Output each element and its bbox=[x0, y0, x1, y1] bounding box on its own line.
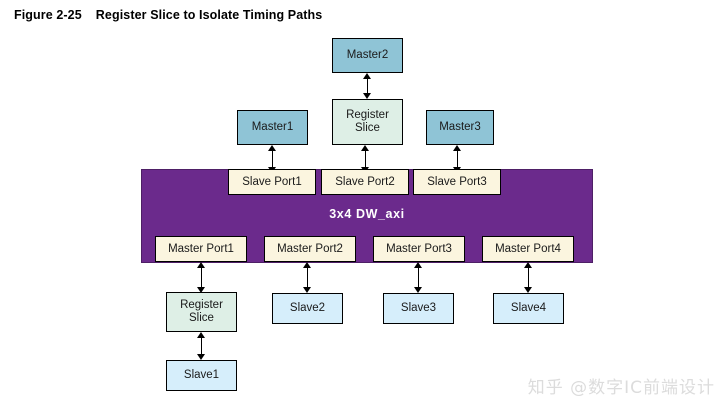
arrow-master-port3-to-slave3 bbox=[409, 262, 428, 293]
slave-port2-box[interactable]: Slave Port2 bbox=[321, 169, 409, 195]
arrow-stem bbox=[306, 267, 309, 288]
arrow-master-port4-to-slave4 bbox=[519, 262, 538, 293]
slave3-box[interactable]: Slave3 bbox=[383, 293, 454, 324]
slave-port3-box[interactable]: Slave Port3 bbox=[413, 169, 501, 195]
master-port1-box[interactable]: Master Port1 bbox=[155, 236, 247, 262]
arrowhead-up bbox=[197, 332, 205, 338]
master2-box[interactable]: Master2 bbox=[332, 38, 403, 73]
arrow-master-port2-to-slave2 bbox=[298, 262, 317, 293]
register-slice-top-box[interactable]: Register Slice bbox=[332, 99, 403, 145]
arrowhead-down bbox=[197, 287, 205, 293]
arrowhead-up bbox=[414, 262, 422, 268]
arrowhead-down bbox=[363, 93, 371, 99]
interconnect-label: 3x4 DW_axi bbox=[329, 207, 405, 221]
arrow-stem bbox=[456, 150, 459, 168]
figure-number: Figure 2-25 bbox=[14, 8, 82, 22]
arrowhead-up bbox=[197, 262, 205, 268]
slave-port1-box[interactable]: Slave Port1 bbox=[228, 169, 316, 195]
watermark: 知乎 @数字IC前端设计 bbox=[527, 378, 715, 398]
arrowhead-up bbox=[361, 145, 369, 151]
arrowhead-up bbox=[524, 262, 532, 268]
arrow-master-port1-to-register-slice bbox=[192, 262, 211, 293]
arrow-stem bbox=[417, 267, 420, 288]
master-port3-box[interactable]: Master Port3 bbox=[373, 236, 465, 262]
arrowhead-up bbox=[453, 145, 461, 151]
figure-title: Figure 2-25 Register Slice to Isolate Tim… bbox=[14, 8, 322, 22]
slave2-box[interactable]: Slave2 bbox=[272, 293, 343, 324]
master-port2-box[interactable]: Master Port2 bbox=[264, 236, 356, 262]
slave4-box[interactable]: Slave4 bbox=[493, 293, 564, 324]
master-port4-box[interactable]: Master Port4 bbox=[482, 236, 574, 262]
arrowhead-up bbox=[268, 145, 276, 151]
master3-box[interactable]: Master3 bbox=[426, 110, 494, 145]
arrow-stem bbox=[527, 267, 530, 288]
figure-caption: Register Slice to Isolate Timing Paths bbox=[95, 8, 323, 22]
arrowhead-up bbox=[303, 262, 311, 268]
arrowhead-down bbox=[524, 287, 532, 293]
arrow-stem bbox=[364, 150, 367, 168]
arrow-stem bbox=[271, 150, 274, 168]
arrowhead-down bbox=[414, 287, 422, 293]
arrow-register-slice-to-slave1 bbox=[192, 332, 211, 360]
arrow-stem bbox=[366, 78, 369, 94]
register-slice-bottom-box[interactable]: Register Slice bbox=[166, 292, 237, 332]
slave1-box[interactable]: Slave1 bbox=[166, 360, 237, 391]
arrowhead-down bbox=[303, 287, 311, 293]
arrow-stem bbox=[200, 267, 203, 288]
master1-box[interactable]: Master1 bbox=[237, 110, 308, 145]
arrow-master2-to-register-slice bbox=[358, 73, 377, 99]
arrowhead-down bbox=[197, 354, 205, 360]
arrow-stem bbox=[200, 337, 203, 355]
arrowhead-up bbox=[363, 73, 371, 79]
